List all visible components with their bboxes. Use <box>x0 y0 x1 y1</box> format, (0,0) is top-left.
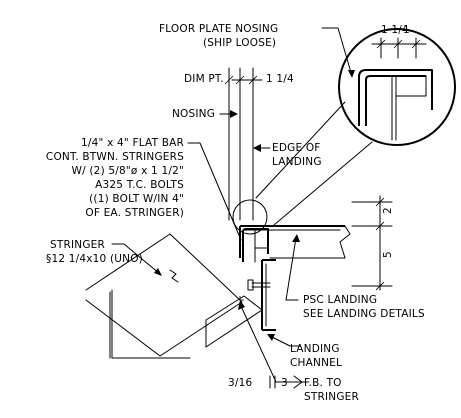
stringer-leader <box>111 243 161 275</box>
psc-landing-label-1: PSC LANDING <box>303 294 377 306</box>
stringer-lower-break <box>205 295 263 348</box>
slab-break-line <box>339 225 351 259</box>
weld-3-16-label: 3/16 <box>228 377 252 389</box>
psc-landing-arrow <box>292 234 300 242</box>
bubble-leader-lower <box>273 141 373 226</box>
bubble-nosing-plate <box>358 69 433 126</box>
flat-bar-line-2: CONT. BTWN. STRINGERS <box>46 151 184 163</box>
dim-1-1-4-top: 1 1/4 <box>381 24 409 36</box>
fb-to-label-2: STRINGER <box>304 391 359 403</box>
stringer-end-plate <box>109 289 119 359</box>
bubble-dim-line <box>371 37 427 59</box>
dim-5-label: 5 <box>382 251 394 258</box>
floor-plate-leader <box>321 27 353 77</box>
vertical-extension-lines <box>228 67 254 221</box>
weld-arrow <box>238 300 245 310</box>
nosing-callout-circle <box>232 199 268 235</box>
landing-channel-label-1: LANDING <box>290 343 340 355</box>
flat-bar-note: 1/4" x 4" FLAT BAR CONT. BTWN. STRINGERS… <box>46 137 184 219</box>
stringer-label-1: STRINGER <box>50 239 105 251</box>
bubble-dim-ticks <box>376 39 421 49</box>
flat-bar-line-6: OF EA. STRINGER) <box>85 207 184 219</box>
psc-landing-label-2: SEE LANDING DETAILS <box>303 308 425 320</box>
edge-of-arrow <box>253 144 261 152</box>
nosing-arrow <box>230 110 238 118</box>
bubble-nosing-inner <box>365 75 426 126</box>
flat-bar-line-5: ((1) BOLT W/IN 4" <box>89 193 184 205</box>
psc-landing-slab <box>239 225 351 331</box>
bubble-leader-upper <box>255 101 346 199</box>
floor-plate-nosing-label: FLOOR PLATE NOSING <box>159 23 278 35</box>
landing-channel-leader <box>269 335 301 347</box>
dim-1-1-4-label: 1 1/4 <box>266 73 294 85</box>
stringer <box>85 233 263 359</box>
stringer-label-2: §12 1/4x10 (UNO) <box>46 253 143 265</box>
detail-bubble <box>338 28 456 146</box>
floor-plate-arrow <box>348 70 355 78</box>
landing-channel-arrow <box>267 334 275 341</box>
fb-to-label-1: F.B. TO <box>304 377 342 389</box>
landing-channel <box>261 259 276 331</box>
dim-pt-label: DIM PT. <box>184 73 224 85</box>
ship-loose-label: (SHIP LOOSE) <box>203 37 276 49</box>
weld-tail <box>293 375 303 389</box>
stringer-outline <box>85 233 243 357</box>
stringer-break-mark <box>169 269 179 283</box>
dim-2-label: 2 <box>382 207 394 214</box>
nosing-label: NOSING <box>172 108 215 120</box>
flat-bar-line-4: A325 T.C. BOLTS <box>95 179 184 191</box>
slab-nosing-plate <box>242 228 269 262</box>
psc-landing-leader <box>285 237 299 301</box>
weld-symbol: 3/16 3 F.B. TO STRINGER <box>228 300 359 403</box>
flat-bar-leader <box>187 142 242 241</box>
stringer-arrow <box>154 268 162 276</box>
slab-dim-lines <box>351 195 393 291</box>
weld-stitch-marks <box>269 375 276 389</box>
dim-1-top: 1 <box>403 24 410 36</box>
landing-label: LANDING <box>272 156 322 168</box>
bubble-channel <box>391 75 427 141</box>
edge-of-label: EDGE OF <box>272 142 321 154</box>
flat-bar-line-1: 1/4" x 4" FLAT BAR <box>81 137 184 149</box>
flat-bar-line-3: W/ (2) 5/8"ø x 1 1/2" <box>72 165 184 177</box>
detail-circle <box>338 28 456 146</box>
landing-channel-label-2: CHANNEL <box>290 357 342 369</box>
slab-channel-inner <box>254 228 269 263</box>
dim-pt-ticks <box>224 75 258 85</box>
bolt-head <box>247 279 254 291</box>
weld-leader <box>239 303 309 383</box>
weld-3-label: 3 <box>281 377 288 389</box>
slab-dim-ticks <box>375 197 385 291</box>
bolt-shaft <box>251 282 271 288</box>
